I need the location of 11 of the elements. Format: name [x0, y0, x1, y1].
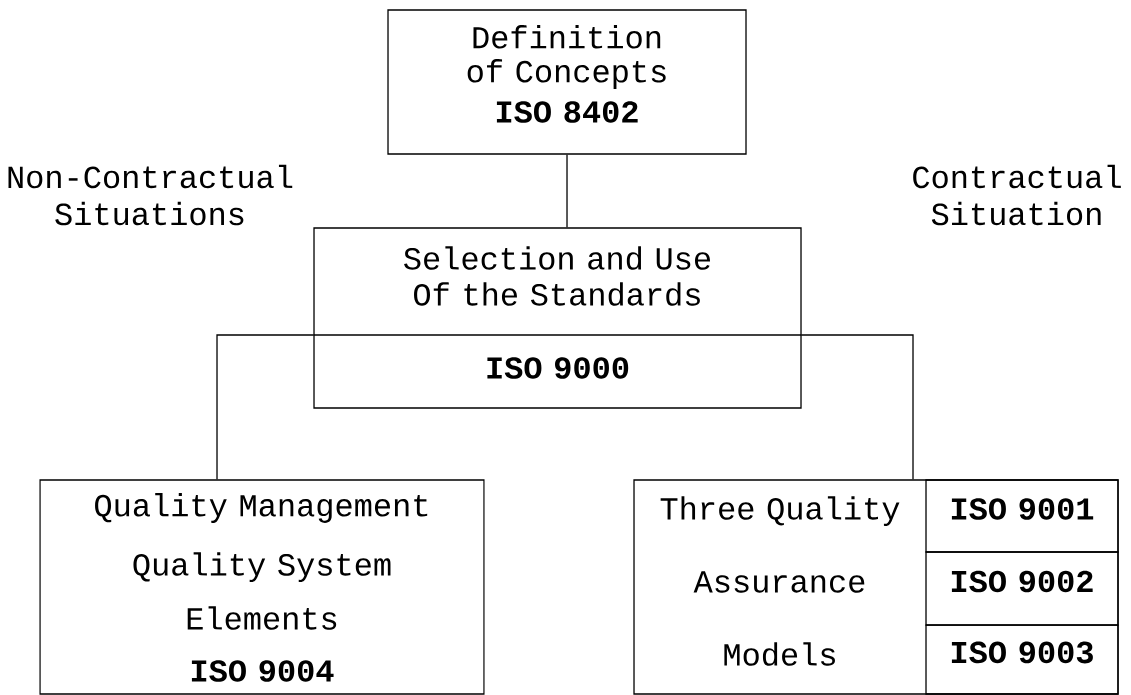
process-box: Selection and Use Of the Standards ISO 9000: [312, 227, 803, 409]
side-label: Contractual Situation: [913, 164, 1121, 226]
process-box: Quality Management Quality System Elements ISO 9004: [39, 479, 485, 695]
side-label: Non-Contractual Situations: [8, 164, 293, 226]
connector-line: [566, 154, 568, 228]
table-cell: ISO 9002: [925, 551, 1119, 626]
connector-line: [216, 334, 314, 480]
connector-line: [801, 334, 914, 480]
table-cell: ISO 9001: [925, 479, 1119, 553]
process-box: Definition of Concepts ISO 8402: [387, 9, 747, 155]
table-cell: ISO 9003: [925, 624, 1119, 695]
